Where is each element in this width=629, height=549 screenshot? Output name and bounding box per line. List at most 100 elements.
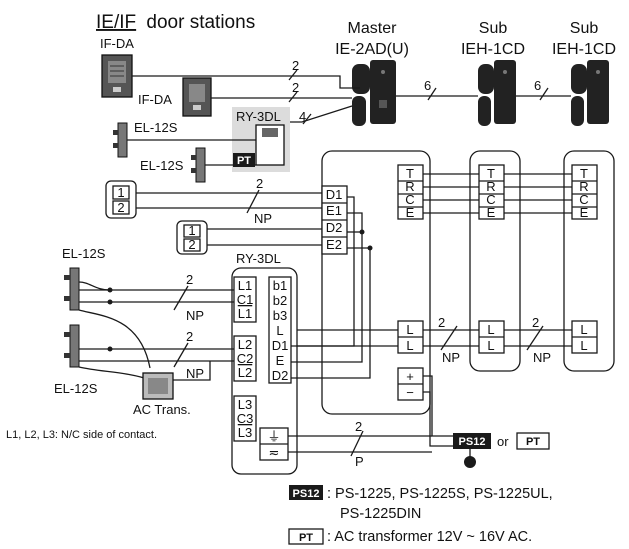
svg-text:NP: NP [186,366,204,381]
ry-power-labels: ⏚ ≂ [260,429,288,460]
svg-text:R: R [405,179,414,194]
relay-power-wires: 2 P [288,375,453,469]
svg-text:C: C [405,192,414,207]
switch-2-term-1: 1 [188,223,195,238]
l-line-wires: 2 NP 2 NP [297,315,572,365]
switch-1-wires: 2 NP [136,176,322,226]
svg-text:E2: E2 [326,237,342,252]
svg-text:b2: b2 [273,293,287,308]
switch-1-term-1: 1 [117,185,124,200]
ry-left-3-labels: L3 C3 L3 [237,397,254,440]
door-release-wires: 2 NP 2 NP [78,272,234,381]
el-12s-c-icon [64,267,80,311]
or-text: or [497,434,509,449]
svg-text:E1: E1 [326,203,342,218]
pt-badge-main: PT [516,432,550,450]
sub2-bus-labels: T R C E [572,166,597,220]
el-12s-d-label: EL-12S [54,381,98,396]
svg-text:C: C [579,192,588,207]
svg-text:C: C [486,192,495,207]
svg-text:≂: ≂ [269,445,280,460]
nc-note: L1, L2, L3: N/C side of contact. [6,429,157,441]
svg-text:R: R [486,179,495,194]
sub1-label: Sub [479,20,508,37]
np-l2: NP [533,350,551,365]
wire-count-six-a: 6 [424,78,431,93]
svg-text:P: P [355,454,364,469]
svg-text:T: T [580,166,588,181]
legend-ps12-desc-2: PS-1225DIN [340,506,421,522]
el-12s-a-label: EL-12S [134,120,178,135]
master-model: IE-2AD(U) [335,41,409,58]
sub2-frame [563,150,615,372]
svg-text:E: E [580,205,589,220]
svg-text:D2: D2 [272,368,289,383]
svg-text:L: L [276,323,283,338]
sub2-l-labels: L L [572,322,597,353]
legend-pt-badge: PT [288,528,324,545]
np-l1: NP [442,350,460,365]
svg-text:2: 2 [256,176,263,191]
wire-count-six-b: 6 [534,78,541,93]
switch-2-wires [207,228,322,246]
sub1-handset-icon [478,60,516,126]
svg-text:D1: D1 [272,338,289,353]
door-station-wires: 2 2 4 [132,58,360,125]
svg-text:L: L [580,322,587,337]
relay-to-master-wires [291,196,373,379]
legend-ps12-desc-1: : PS-1225, PS-1225S, PS-1225UL, [327,486,553,502]
door-station-1-label: IF-DA [100,36,134,51]
legend-pt-desc: : AC transformer 12V ~ 16V AC. [327,529,532,545]
sub1-model: IEH-1CD [461,41,525,58]
switch-1-term-2: 2 [117,200,124,215]
sub2-model: IEH-1CD [552,41,616,58]
el-12s-b-icon [191,147,206,183]
master-label: Master [348,20,398,37]
wire-count-2-ds2: 2 [292,80,299,95]
sub1-bus-labels: T R C E [479,166,504,220]
svg-text:+: + [406,369,414,384]
svg-text:C3: C3 [237,411,254,426]
svg-text:−: − [406,385,414,400]
svg-text:⏚: ⏚ [267,429,280,444]
ry-left-1-labels: L1 C1 L1 [237,278,254,321]
svg-text:PT: PT [299,532,313,544]
el-12s-d-icon [64,324,80,368]
svg-text:L: L [580,338,587,353]
svg-text:PT: PT [526,436,540,448]
svg-text:E: E [276,353,285,368]
legend-ps12-badge: PS12 [289,485,323,500]
svg-text:2: 2 [186,329,193,344]
master-bus-labels: T R C E [398,166,423,220]
sub2-bus-terminals [571,164,598,220]
master-frame [321,150,431,415]
svg-text:L2: L2 [238,337,252,352]
bus-wires [423,173,572,214]
ry-left-2-labels: L2 C2 L2 [237,337,254,380]
ry-3dl-top-label: RY-3DL [236,109,281,124]
el-12s-a-icon [113,122,128,158]
master-bus-terminals [397,164,424,220]
ry-3dl-label: RY-3DL [236,251,281,266]
pt-badge-top-text: PT [237,155,251,167]
pt-badge-top: PT [233,153,255,167]
switch-box-2 [176,220,208,255]
svg-text:R: R [579,179,588,194]
sub1-bus-terminals [478,164,505,220]
title-suffix: door stations [146,12,255,33]
svg-text:L1: L1 [238,306,252,321]
svg-text:PS12: PS12 [293,488,320,500]
handset-bus-wires: 6 6 [396,78,571,101]
svg-text:T: T [406,166,414,181]
title-prefix: IE/IF [96,12,136,33]
ry-right-labels: b1 b2 b3 L D1 E D2 [272,278,289,383]
svg-text:NP: NP [254,211,272,226]
svg-text:b1: b1 [273,278,287,293]
master-l-labels: L L [398,322,423,353]
svg-text:L: L [487,322,494,337]
svg-text:L1: L1 [238,278,252,293]
sub1-frame [469,150,521,372]
ps12-badge-main: PS12 [453,433,491,449]
svg-text:2: 2 [186,272,193,287]
